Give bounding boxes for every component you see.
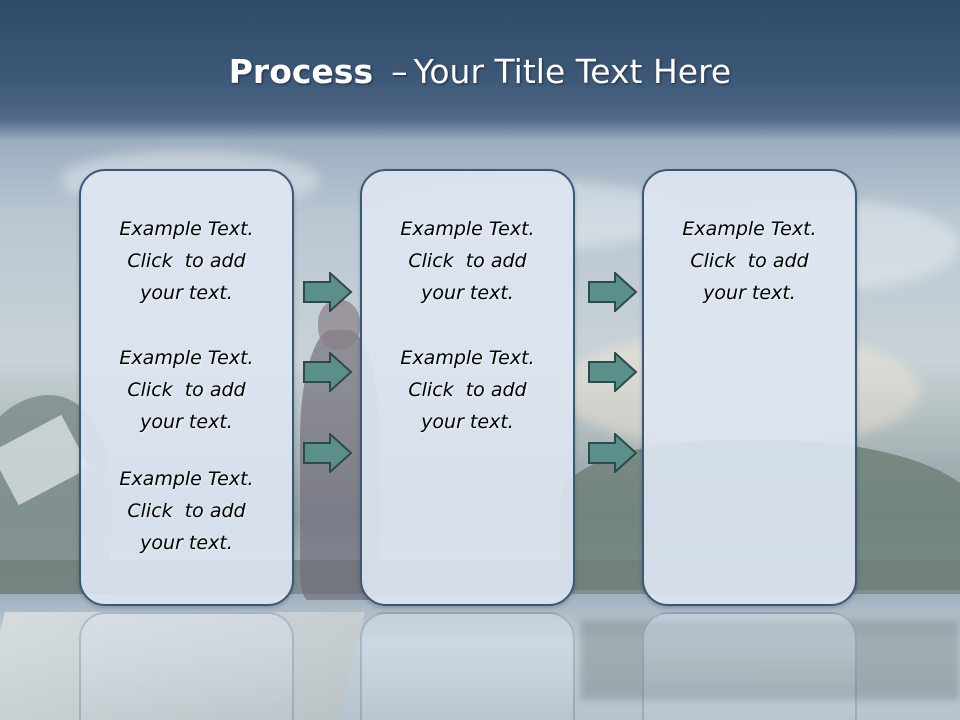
- right-arrow-icon[interactable]: [588, 433, 638, 473]
- text-line: Click to add: [408, 379, 527, 401]
- text-placeholder[interactable]: Example Text. Click to add your text.: [644, 213, 855, 309]
- text-line: Click to add: [690, 250, 809, 272]
- text-line: your text.: [421, 282, 514, 304]
- title-separator: –: [391, 52, 408, 91]
- text-line: Example Text.: [400, 347, 535, 369]
- right-arrow-icon[interactable]: [588, 272, 638, 312]
- text-line: Click to add: [127, 250, 246, 272]
- text-line: Example Text.: [119, 218, 254, 240]
- text-line: your text.: [140, 282, 233, 304]
- right-arrow-icon[interactable]: [588, 352, 638, 392]
- text-placeholder[interactable]: Example Text. Click to add your text.: [81, 463, 292, 559]
- box-reflection: [360, 612, 575, 720]
- right-arrow-icon[interactable]: [303, 272, 353, 312]
- slide-title[interactable]: Process–Your Title Text Here: [0, 52, 960, 91]
- text-line: your text.: [140, 411, 233, 433]
- text-line: Example Text.: [400, 218, 535, 240]
- title-bold-text: Process: [228, 52, 374, 91]
- text-line: Example Text.: [119, 468, 254, 490]
- text-line: your text.: [703, 282, 796, 304]
- box-reflection: [79, 612, 294, 720]
- text-line: your text.: [140, 532, 233, 554]
- text-line: your text.: [421, 411, 514, 433]
- right-arrow-icon[interactable]: [303, 352, 353, 392]
- title-band: [0, 0, 960, 140]
- text-line: Click to add: [408, 250, 527, 272]
- text-placeholder[interactable]: Example Text. Click to add your text.: [81, 213, 292, 309]
- text-line: Example Text.: [682, 218, 817, 240]
- text-line: Click to add: [127, 379, 246, 401]
- process-box-3[interactable]: Example Text. Click to add your text.: [642, 169, 857, 606]
- process-box-1[interactable]: Example Text. Click to add your text. Ex…: [79, 169, 294, 606]
- process-box-2[interactable]: Example Text. Click to add your text. Ex…: [360, 169, 575, 606]
- text-placeholder[interactable]: Example Text. Click to add your text.: [81, 342, 292, 438]
- text-placeholder[interactable]: Example Text. Click to add your text.: [362, 213, 573, 309]
- background-person-head: [318, 300, 360, 350]
- text-placeholder[interactable]: Example Text. Click to add your text.: [362, 342, 573, 438]
- title-rest-text: Your Title Text Here: [413, 52, 732, 91]
- box-reflection: [642, 612, 857, 720]
- right-arrow-icon[interactable]: [303, 433, 353, 473]
- text-line: Example Text.: [119, 347, 254, 369]
- text-line: Click to add: [127, 500, 246, 522]
